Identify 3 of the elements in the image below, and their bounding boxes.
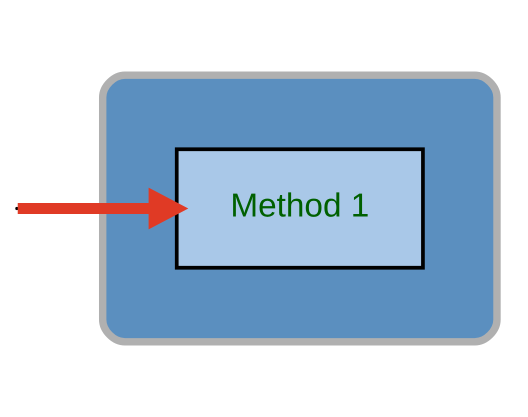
cluster: [98, 72, 501, 346]
arrow: [18, 188, 188, 230]
node-box: Method 1: [174, 147, 425, 270]
